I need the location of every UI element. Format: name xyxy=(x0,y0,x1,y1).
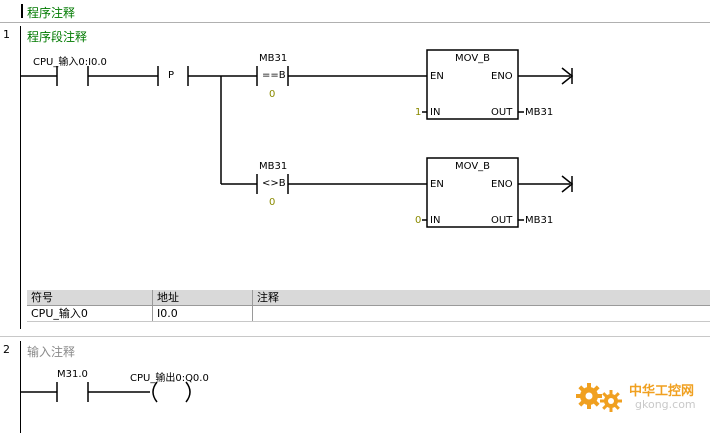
box1-out-value[interactable]: MB31 xyxy=(525,107,554,118)
network-title[interactable]: 程序段注释 xyxy=(27,30,88,44)
output-coil[interactable] xyxy=(148,380,196,404)
box-en: EN xyxy=(430,71,444,82)
network-number: 2 xyxy=(3,343,10,356)
compare1-operator: ==B xyxy=(262,70,286,81)
network-gutter-line xyxy=(20,26,21,329)
compare1-value[interactable]: 0 xyxy=(269,89,276,100)
network-gutter-line xyxy=(20,341,21,433)
box-in: IN xyxy=(430,215,441,226)
network-title[interactable]: 输入注释 xyxy=(27,345,76,359)
watermark-text-cn: 中华工控网 xyxy=(629,384,695,399)
compare2-operand[interactable]: MB31 xyxy=(259,161,288,172)
box-out: OUT xyxy=(491,107,513,118)
cell-symbol[interactable]: CPU_输入0 xyxy=(27,306,153,321)
compare2-operator: <>B xyxy=(262,178,286,189)
box2-out-value[interactable]: MB31 xyxy=(525,215,554,226)
program-comment-text[interactable]: 程序注释 xyxy=(27,6,76,20)
watermark-logo: 中华工控网 gkong.com xyxy=(575,376,705,416)
box-in: IN xyxy=(430,107,441,118)
input-contact-label[interactable]: CPU_输入0:I0.0 xyxy=(33,57,107,68)
header-comment[interactable]: 注释 xyxy=(257,291,279,304)
box-eno: ENO xyxy=(491,179,513,190)
program-comment-header: 程序注释 xyxy=(0,0,710,23)
contact-m31-0[interactable] xyxy=(55,380,91,404)
header-marker xyxy=(21,4,23,18)
watermark-url: gkong.com xyxy=(635,398,696,411)
coil-label[interactable]: CPU_输出0:Q0.0 xyxy=(130,373,209,384)
box2-in-value[interactable]: 0 xyxy=(415,215,422,226)
mov-b-box-2[interactable]: MOV_B EN ENO IN OUT xyxy=(427,158,518,227)
box1-in-value[interactable]: 1 xyxy=(415,107,422,118)
table-row[interactable]: CPU_输入0 I0.0 xyxy=(27,306,710,322)
cell-address[interactable]: I0.0 xyxy=(153,306,253,321)
network-number: 1 xyxy=(3,28,10,41)
box-title: MOV_B xyxy=(455,161,491,172)
box-out: OUT xyxy=(491,215,513,226)
mov-b-box-1[interactable]: MOV_B EN ENO IN OUT xyxy=(427,50,518,119)
gear-icon xyxy=(576,383,622,412)
contact-label[interactable]: M31.0 xyxy=(57,369,88,380)
compare1-operand[interactable]: MB31 xyxy=(259,53,288,64)
box-en: EN xyxy=(430,179,444,190)
positive-edge-label: P xyxy=(168,70,175,81)
header-symbol[interactable]: 符号 xyxy=(27,290,153,305)
header-address[interactable]: 地址 xyxy=(153,290,253,305)
box-eno: ENO xyxy=(491,71,513,82)
box-title: MOV_B xyxy=(455,53,491,64)
symbol-table-header: 符号 地址 注释 xyxy=(27,290,710,306)
compare2-value[interactable]: 0 xyxy=(269,197,276,208)
network-separator xyxy=(0,336,710,337)
